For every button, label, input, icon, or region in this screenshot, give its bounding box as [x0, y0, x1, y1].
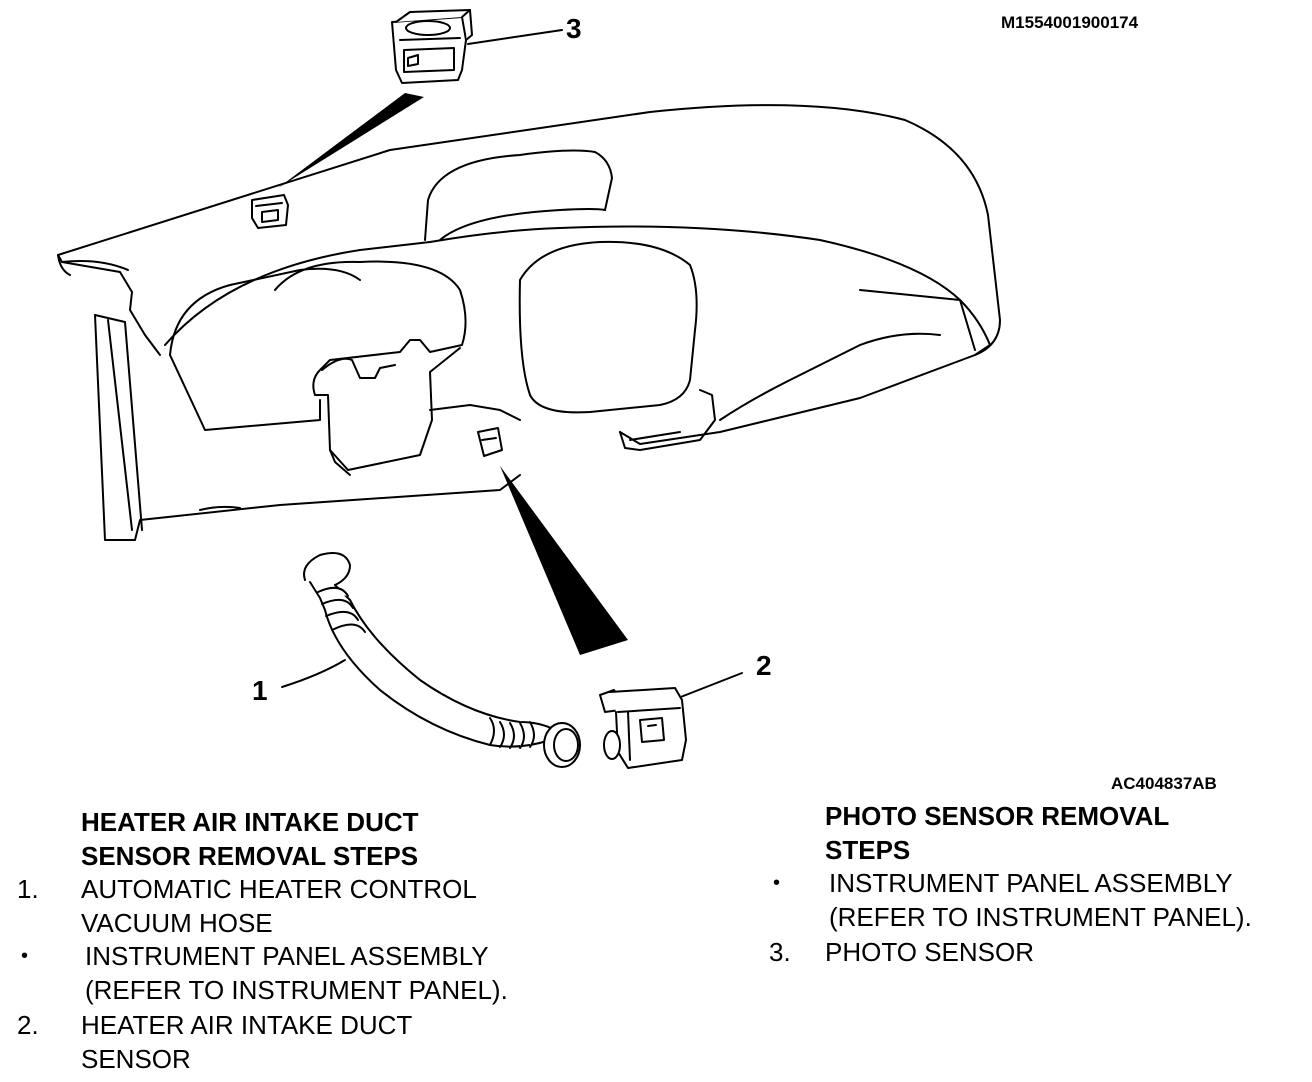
step-item: 1. AUTOMATIC HEATER CONTROL VACUUM HOSE: [17, 873, 508, 940]
steps-heading-line-1: HEATER AIR INTAKE DUCT: [81, 807, 419, 837]
dashboard-outline: [57, 104, 1001, 541]
step-text: HEATER AIR INTAKE DUCT SENSOR: [81, 1010, 413, 1074]
step-text: PHOTO SENSOR: [825, 937, 1035, 967]
callout-3-label: 3: [566, 13, 582, 44]
instrument-panel-diagram: 3 2 1: [57, 9, 1001, 769]
duct-sensor-removal-steps: HEATER AIR INTAKE DUCT SENSOR REMOVAL ST…: [17, 806, 508, 1076]
photo-sensor-mounted: [251, 194, 289, 229]
duct-sensor-detail: [599, 687, 687, 769]
callout-3-leader: [467, 29, 563, 45]
step-item: 2. HEATER AIR INTAKE DUCT SENSOR: [17, 1009, 508, 1076]
document-code: M1554001900174: [1001, 13, 1139, 32]
step-item: • INSTRUMENT PANEL ASSEMBLY (REFER TO IN…: [769, 867, 1252, 934]
step-text: INSTRUMENT PANEL ASSEMBLY (REFER TO INST…: [829, 868, 1252, 932]
steps-heading-line-2: SENSOR REMOVAL STEPS: [81, 840, 419, 871]
step-item: • INSTRUMENT PANEL ASSEMBLY (REFER TO IN…: [17, 940, 508, 1007]
step-number: 1.: [17, 874, 39, 904]
step-number: 3.: [769, 937, 791, 967]
photo-sensor-detail: [391, 9, 473, 84]
callout-1-leader: [281, 659, 346, 688]
step-text: AUTOMATIC HEATER CONTROL VACUUM HOSE: [81, 874, 477, 938]
step-bullet: •: [773, 872, 781, 894]
steps-heading-line-1: PHOTO SENSOR REMOVAL: [825, 801, 1170, 831]
photo-sensor-removal-steps: PHOTO SENSOR REMOVAL STEPS • INSTRUMENT …: [769, 800, 1252, 970]
callout-2-leader: [672, 672, 743, 701]
callout-1-label: 1: [252, 675, 268, 706]
steps-heading-line-2: STEPS: [825, 834, 911, 865]
vacuum-hose-detail: [303, 552, 581, 768]
zoom-wedge-3: [278, 93, 424, 188]
zoom-wedge-2: [500, 466, 628, 655]
step-item: 3. PHOTO SENSOR: [769, 936, 1252, 970]
step-text: INSTRUMENT PANEL ASSEMBLY (REFER TO INST…: [85, 941, 508, 1005]
step-number: 2.: [17, 1010, 39, 1040]
callout-2-label: 2: [756, 650, 772, 681]
image-code: AC404837AB: [1111, 774, 1217, 793]
duct-sensor-mounted: [477, 427, 503, 457]
step-bullet: •: [21, 945, 29, 967]
